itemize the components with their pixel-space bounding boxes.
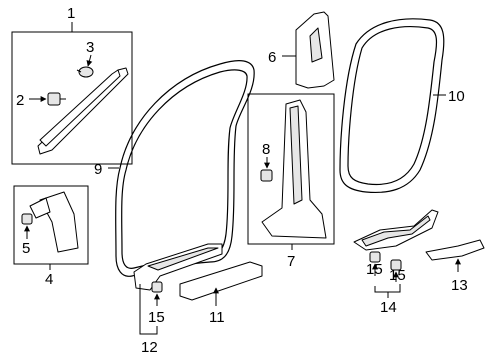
clip-8-icon: [260, 169, 273, 182]
leader-line-3: [86, 54, 93, 67]
clip-15-rear-left-icon: [369, 251, 381, 263]
clip-15-front-icon: [151, 281, 163, 293]
front-pillar-garnish-edge: [39, 69, 121, 147]
callout-15a: 15: [148, 309, 165, 326]
callout-10: 10: [448, 88, 465, 105]
callout-11: 11: [209, 309, 225, 326]
leader-line-12: [139, 284, 158, 335]
group-4-bracket: 4 5: [13, 185, 89, 288]
front-kick-plate-edge: [147, 247, 219, 271]
callout-13: 13: [451, 277, 468, 294]
clip-2-icon: [47, 92, 66, 106]
callout-6: 6: [268, 49, 276, 66]
sill-plate-11: 11: [179, 261, 263, 326]
bracket-part: [39, 191, 79, 253]
clip-5-icon: [21, 213, 33, 225]
callout-5: 5: [22, 240, 30, 257]
callout-14: 14: [380, 299, 397, 316]
rear-door-seal-outer: [339, 18, 445, 194]
front-sill-plate: [179, 261, 263, 301]
group-1-box: [11, 31, 133, 165]
group-4-box: [13, 185, 89, 265]
center-pillar-upper-slot: [309, 27, 323, 63]
front-kick-plate-group: 15 12: [133, 243, 223, 356]
callout-2: 2: [16, 92, 24, 109]
rear-door-weatherstrip: 10: [339, 18, 465, 194]
rear-sill-trim: [425, 239, 485, 261]
callout-4: 4: [45, 271, 53, 288]
group-1-front-pillar-garnish: 1 2 3: [11, 5, 133, 165]
rear-kick-plate-edge: [361, 215, 431, 247]
group-7-center-pillar-lower: 7 8: [247, 93, 335, 270]
callout-7: 7: [287, 253, 295, 270]
callout-15c: 15: [389, 267, 406, 284]
front-door-seal-inner: [121, 69, 248, 269]
callout-12: 12: [141, 339, 158, 356]
callout-3: 3: [86, 39, 94, 56]
clip-15-rear-right-icon: [390, 259, 402, 271]
center-pillar-lower-edge: [289, 105, 303, 205]
callout-15b: 15: [366, 261, 383, 278]
group-7-box: [247, 93, 335, 245]
front-door-weatherstrip: 9: [94, 60, 255, 277]
upper-center-pillar-garnish: 6: [268, 11, 335, 89]
rear-sill-trim-13: 13: [425, 239, 485, 294]
callout-8: 8: [262, 141, 270, 158]
callout-9: 9: [94, 161, 102, 178]
callout-1: 1: [67, 5, 75, 22]
rear-door-seal-inner: [347, 26, 438, 186]
rear-kick-plate-group: 15 15 14: [353, 209, 439, 316]
front-door-seal-outer: [115, 60, 255, 277]
bracket-tab: [29, 197, 51, 219]
screw-3-icon: [76, 66, 94, 78]
front-kick-plate: [133, 243, 223, 291]
leader-line-14: [374, 284, 401, 293]
